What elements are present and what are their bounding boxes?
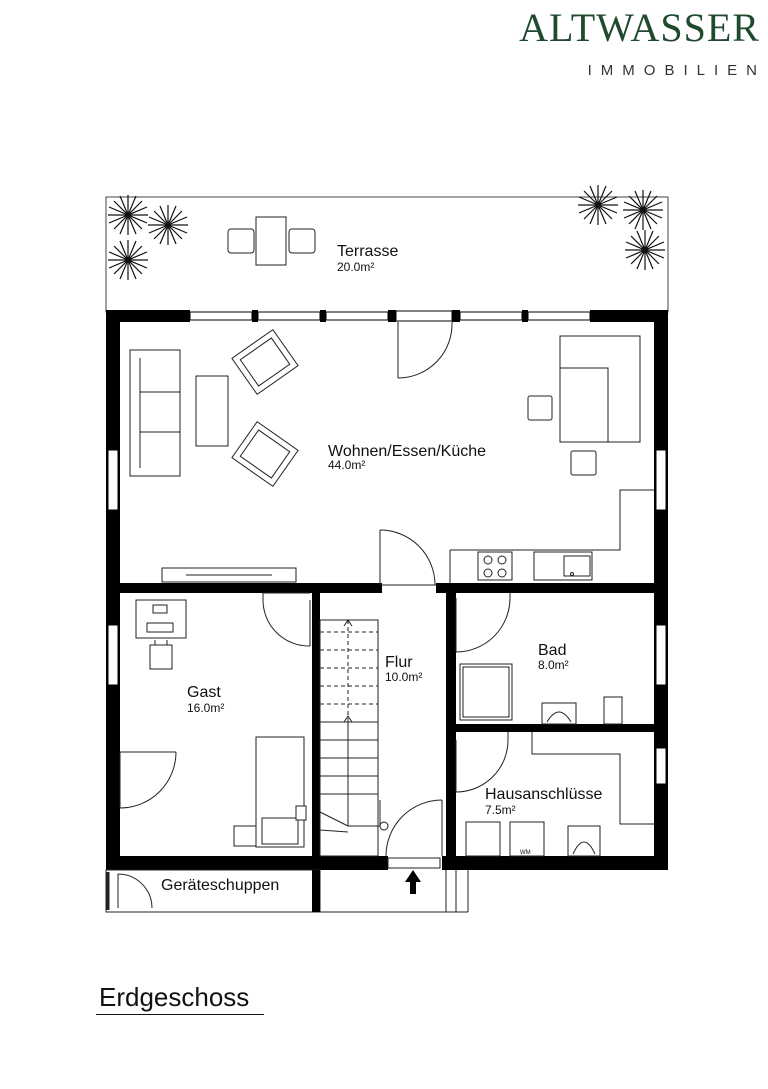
room-area-terrasse: 20.0m² [337, 260, 374, 274]
bad-fixtures [455, 593, 623, 725]
room-name-flur: Flur [385, 654, 413, 671]
gast-furniture [135, 599, 307, 848]
wall-piers-top [252, 310, 596, 322]
brand-logo: ALTWASSER IMMOBILIEN [470, 5, 760, 80]
staircase [319, 619, 389, 857]
entrance-door [319, 799, 469, 913]
terrace-table [227, 216, 316, 266]
brand-subtitle: IMMOBILIEN [587, 62, 766, 79]
room-name-gast: Gast [187, 684, 221, 701]
room-name-bad: Bad [538, 642, 566, 659]
room-area-bad: 8.0m² [538, 658, 569, 672]
interior-walls [106, 583, 668, 870]
shed-wall [312, 870, 320, 912]
room-name-geraeteschuppen: Geräteschuppen [161, 877, 279, 894]
gast-doors [119, 592, 311, 809]
room-area-wohnen: 44.0m² [328, 458, 365, 472]
entry-arrow-icon [405, 870, 421, 894]
room-name-hausanschluesse: Hausanschlüsse [485, 786, 603, 803]
brand-name: ALTWASSER [519, 5, 760, 50]
room-area-gast: 16.0m² [187, 701, 224, 715]
living-furniture [129, 328, 654, 583]
room-name-terrasse: Terrasse [337, 243, 398, 260]
living-door [379, 529, 436, 586]
hausanschluesse-fixtures [455, 732, 654, 857]
windows-side [107, 449, 667, 785]
room-name-wohnen: Wohnen/Essen/Küche [328, 443, 486, 460]
plant-icon [108, 185, 665, 280]
floor-title-underline [96, 1014, 264, 1015]
room-area-flur: 10.0m² [385, 670, 422, 684]
washing-machine-label: WM [520, 850, 531, 856]
room-area-hausanschluesse: 7.5m² [485, 803, 516, 817]
floor-title: Erdgeschoss [99, 982, 250, 1012]
terrace-door [395, 310, 453, 379]
